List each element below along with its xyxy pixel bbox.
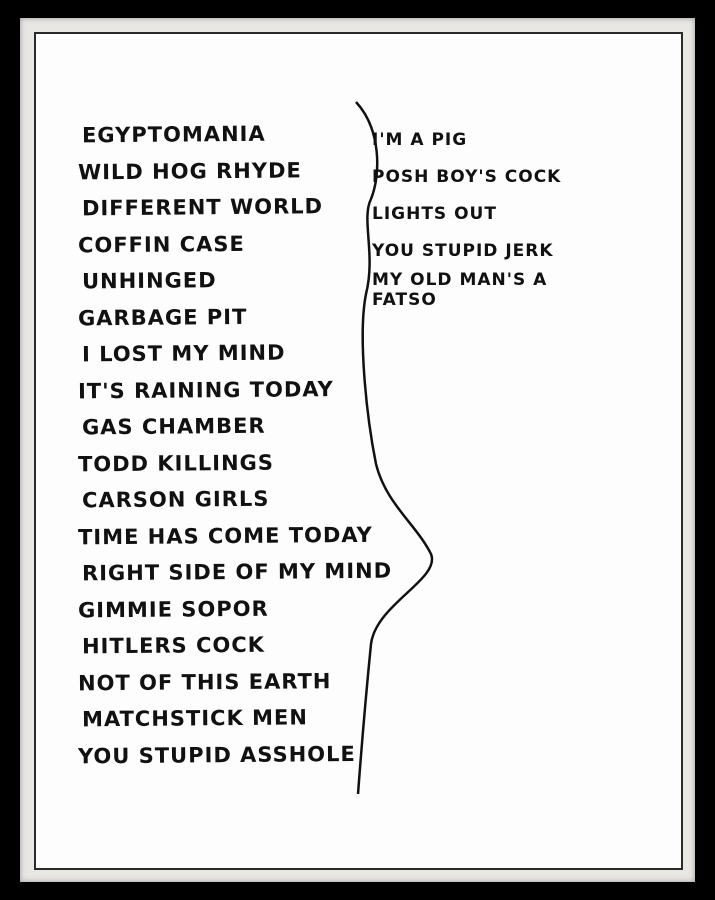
song: I'M A PIG: [372, 130, 468, 150]
song: GAS CHAMBER: [81, 413, 266, 440]
song: YOU STUPID JERK: [372, 241, 554, 261]
picture-frame: EGYPTOMANIA WILD HOG RHYDE DIFFERENT WOR…: [20, 18, 695, 882]
song: DIFFERENT WORLD: [81, 194, 324, 221]
song: MY OLD MAN'S A FATSO: [372, 270, 548, 310]
setlist-paper: EGYPTOMANIA WILD HOG RHYDE DIFFERENT WOR…: [34, 32, 683, 870]
song: TIME HAS COME TODAY: [77, 522, 373, 549]
song: POSH BOY'S COCK: [372, 167, 562, 187]
song: YOU STUPID ASSHOLE: [77, 741, 356, 768]
song: EGYPTOMANIA: [81, 121, 266, 148]
song: LIGHTS OUT: [372, 204, 497, 224]
song: WILD HOG RHYDE: [77, 157, 302, 184]
song: RIGHT SIDE OF MY MIND: [81, 558, 393, 586]
song: GIMMIE SOPOR: [77, 596, 269, 622]
setlist-right-column: I'M A PIG POSH BOY'S COCK LIGHTS OUT YOU…: [372, 122, 592, 310]
song: TODD KILLINGS: [77, 450, 275, 476]
song: I LOST MY MIND: [81, 340, 286, 367]
song: COFFIN CASE: [77, 231, 245, 257]
song: HITLERS COCK: [81, 632, 266, 659]
setlist-left-column: EGYPTOMANIA WILD HOG RHYDE DIFFERENT WOR…: [78, 116, 392, 773]
song: NOT OF THIS EARTH: [77, 668, 332, 695]
song: IT'S RAINING TODAY: [77, 376, 334, 403]
song: GARBAGE PIT: [77, 304, 248, 330]
song: MATCHSTICK MEN: [81, 705, 309, 732]
divider-line: [355, 101, 434, 795]
song: CARSON GIRLS: [81, 486, 270, 513]
song: UNHINGED: [81, 268, 217, 294]
